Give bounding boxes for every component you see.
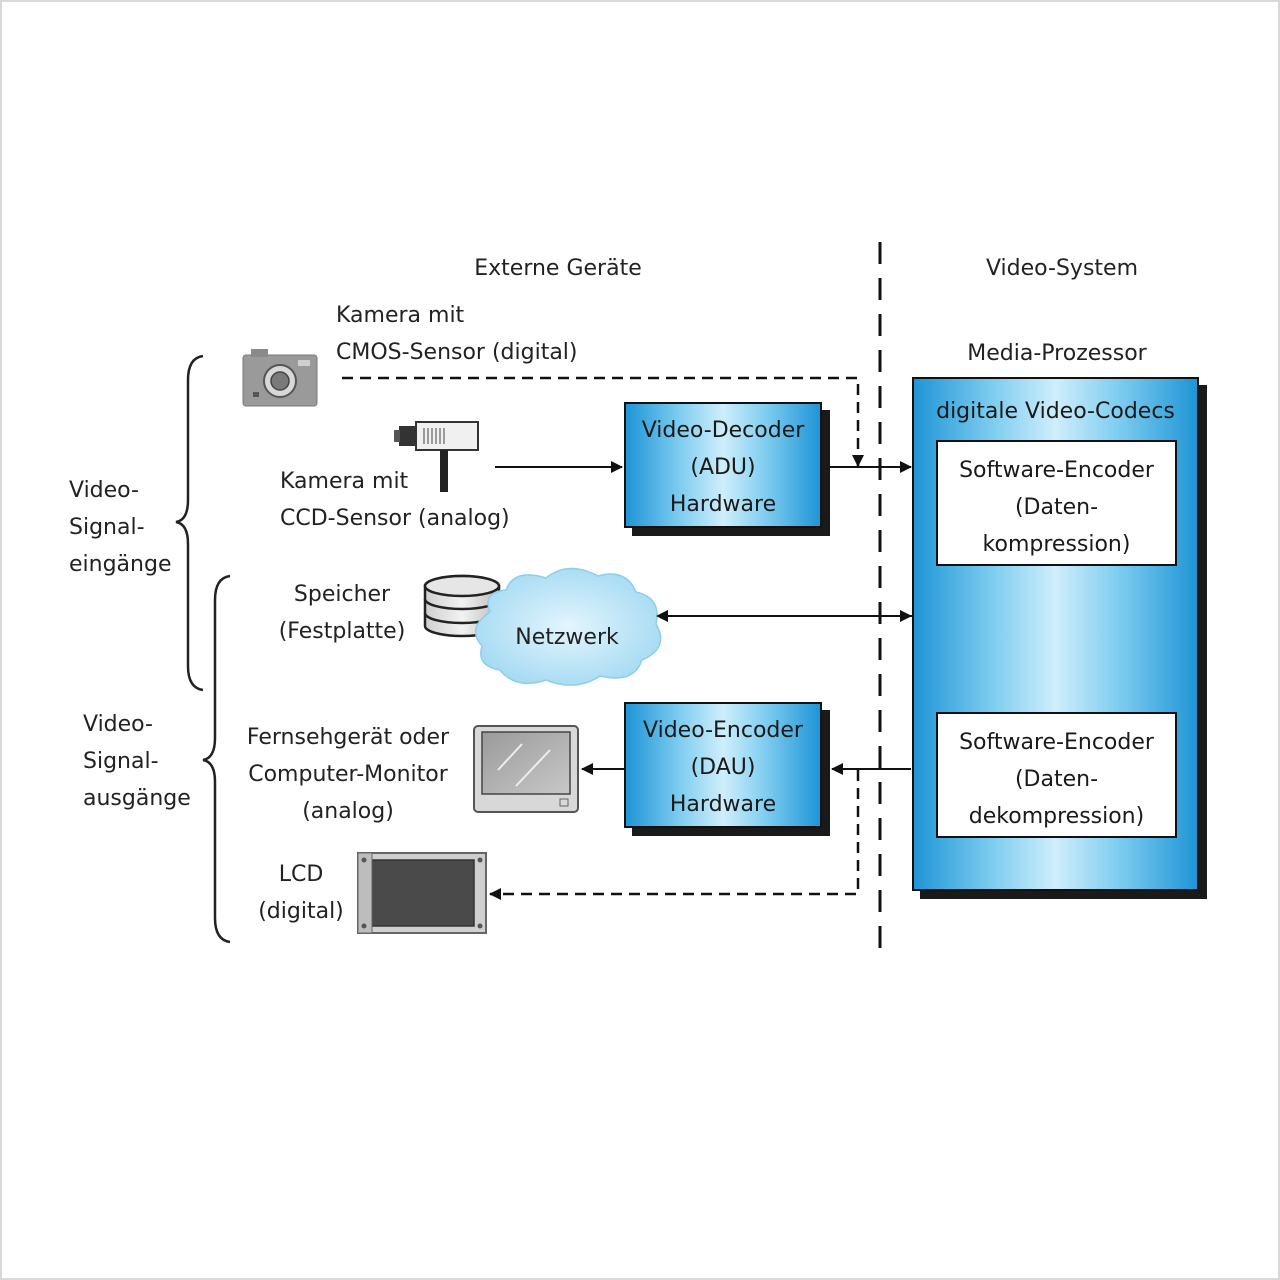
video-encoder-box: Video-Encoder (DAU) Hardware <box>624 702 822 828</box>
lcd-icon <box>357 852 487 934</box>
monitor-icon <box>473 725 579 813</box>
external-devices-header: Externe Geräte <box>474 256 642 281</box>
outputs-group-label: Video- Signal- ausgänge <box>83 712 191 811</box>
camera-analog-label: Kamera mit CCD-Sensor (analog) <box>280 469 510 531</box>
video-system-header: Video-System <box>985 256 1139 281</box>
video-decoder-box: Video-Decoder (ADU) Hardware <box>624 402 822 528</box>
lcd-signal-line <box>489 770 860 900</box>
media-processor-title: Media-Prozessor <box>967 341 1147 366</box>
camera-digital-label: Kamera mit CMOS-Sensor (digital) <box>336 303 578 365</box>
outputs-brace <box>202 574 231 944</box>
video-camera-icon <box>394 421 479 492</box>
monitor-label: Fernsehgerät oder Computer-Monitor (anal… <box>246 725 450 824</box>
photo-camera-icon <box>242 349 318 407</box>
cmos-signal-line <box>342 376 864 467</box>
codecs-subtitle: digitale Video-Codecs <box>936 399 1175 424</box>
software-encoder-decompression-box: Software-Encoder (Daten- dekompression) <box>936 712 1177 838</box>
lcd-label: LCD (digital) <box>258 862 344 924</box>
storage-label: Speicher (Festplatte) <box>278 582 406 644</box>
software-encoder-compression-box: Software-Encoder (Daten- kompression) <box>936 440 1177 566</box>
inputs-brace <box>175 354 204 692</box>
cloud-icon <box>474 567 662 686</box>
network-label: Netzwerk <box>515 625 619 650</box>
inputs-group-label: Video- Signal- eingänge <box>69 478 172 577</box>
